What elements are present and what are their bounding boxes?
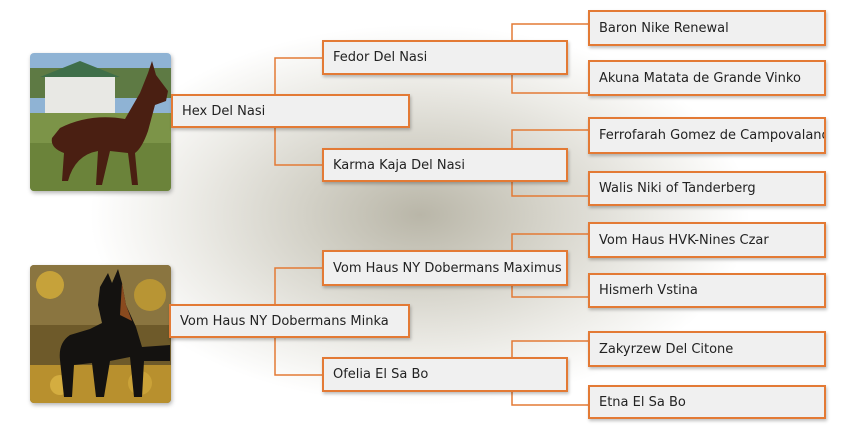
red-doberman-photo — [30, 53, 171, 191]
parent-node[interactable]: Ofelia El Sa Bo — [322, 357, 568, 392]
grandparent-node[interactable]: Ferrofarah Gomez de Campovalano — [588, 117, 826, 154]
grandparent-node[interactable]: Zakyrzew Del Citone — [588, 331, 826, 367]
grandparent-node[interactable]: Vom Haus HVK-Nines Czar — [588, 222, 826, 258]
parent-node[interactable]: Vom Haus NY Dobermans Maximus — [322, 250, 568, 286]
parent-node[interactable]: Karma Kaja Del Nasi — [322, 148, 568, 182]
dog-node-vom-haus-ny-dobermans-minka[interactable]: Vom Haus NY Dobermans Minka — [169, 304, 410, 338]
grandparent-node[interactable]: Baron Nike Renewal — [588, 10, 826, 46]
grandparent-node[interactable]: Etna El Sa Bo — [588, 385, 826, 419]
grandparent-node[interactable]: Walis Niki of Tanderberg — [588, 171, 826, 206]
grandparent-node[interactable]: Akuna Matata de Grande Vinko — [588, 60, 826, 96]
grandparent-node[interactable]: Hismerh Vstina — [588, 273, 826, 308]
dog-node-hex-del-nasi[interactable]: Hex Del Nasi — [171, 94, 410, 128]
black-tan-doberman-photo — [30, 265, 171, 403]
parent-node[interactable]: Fedor Del Nasi — [322, 40, 568, 75]
